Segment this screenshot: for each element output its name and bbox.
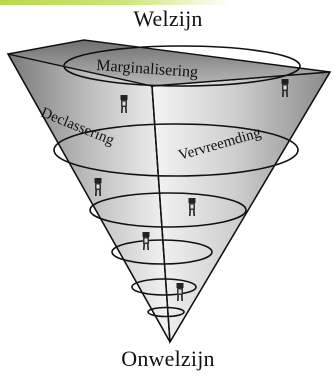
label-welzijn: Welzijn <box>133 6 203 31</box>
spiral-ring <box>89 192 247 228</box>
label-onwelzijn: Onwelzijn <box>121 346 215 371</box>
spiral-ring <box>131 278 197 296</box>
spiral-ring <box>63 45 301 87</box>
spiral-ring <box>53 123 299 177</box>
spiral-ring <box>111 239 213 265</box>
pyramid-front-edge <box>151 85 171 343</box>
spiral-ring <box>147 306 185 318</box>
spiral-rings <box>53 45 301 318</box>
accent-bar <box>0 0 230 5</box>
pyramid-right-face <box>151 71 332 345</box>
